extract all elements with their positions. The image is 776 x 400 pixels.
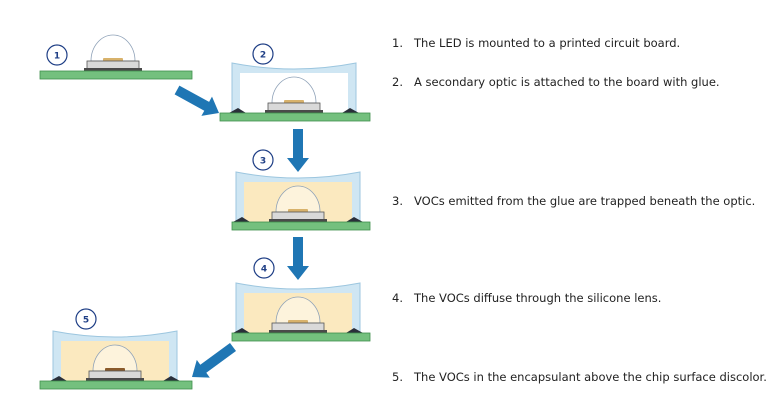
led-package bbox=[267, 102, 321, 112]
step-badge-5 bbox=[75, 308, 97, 330]
stage-4 bbox=[231, 282, 371, 342]
step-5-description: 5. The VOCs in the encapsulant above the … bbox=[392, 370, 767, 384]
step-badge-4 bbox=[253, 257, 275, 279]
led-pads bbox=[84, 68, 142, 71]
stage-1 bbox=[39, 34, 193, 80]
led-lens bbox=[275, 185, 321, 213]
step-5-text: The VOCs in the encapsulant above the ch… bbox=[414, 370, 767, 384]
stage-3 bbox=[231, 171, 371, 231]
flow-arrow-1 bbox=[174, 85, 219, 116]
circuit-board bbox=[231, 332, 371, 342]
step-badge-2 bbox=[252, 43, 274, 65]
step-4-description: 4. The VOCs diffuse through the silicone … bbox=[392, 291, 661, 305]
step-3-number: 3. bbox=[392, 194, 403, 208]
led-lens bbox=[271, 76, 317, 104]
flow-arrow-4 bbox=[192, 343, 236, 378]
led-pads bbox=[269, 219, 327, 222]
step-3-description: 3. VOCs emitted from the glue are trapped… bbox=[392, 194, 755, 208]
step-4-number: 4. bbox=[392, 291, 403, 305]
circuit-board bbox=[39, 70, 193, 80]
step-1-description: 1. The LED is mounted to a printed circui… bbox=[392, 36, 680, 50]
step-2-text: A secondary optic is attached to the boa… bbox=[414, 75, 720, 89]
stage-2 bbox=[219, 62, 371, 122]
led-lens bbox=[90, 34, 136, 62]
step-badge-label-5: 5 bbox=[83, 316, 89, 326]
step-2-number: 2. bbox=[392, 75, 403, 89]
glue-left bbox=[50, 376, 67, 381]
glue-left bbox=[233, 217, 250, 222]
circuit-board bbox=[231, 221, 371, 231]
led-package bbox=[271, 322, 325, 332]
led-package bbox=[88, 370, 142, 380]
step-3-text: VOCs emitted from the glue are trapped b… bbox=[414, 194, 756, 208]
circuit-board bbox=[219, 112, 371, 122]
glue-right bbox=[346, 217, 363, 222]
glue-left bbox=[229, 108, 246, 113]
stage-5 bbox=[39, 330, 193, 390]
led-lens bbox=[92, 344, 138, 372]
step-5-number: 5. bbox=[392, 370, 403, 384]
step-2-description: 2. A secondary optic is attached to the b… bbox=[392, 75, 720, 89]
flow-arrow-2 bbox=[287, 129, 309, 172]
led-lens bbox=[275, 296, 321, 324]
step-4-text: The VOCs diffuse through the silicone le… bbox=[414, 291, 662, 305]
step-1-text: The LED is mounted to a printed circuit … bbox=[414, 36, 681, 50]
step-badge-label-4: 4 bbox=[261, 265, 267, 275]
circuit-board bbox=[39, 380, 193, 390]
step-badge-label-2: 2 bbox=[260, 51, 266, 61]
led-package bbox=[86, 60, 140, 70]
led-package bbox=[271, 211, 325, 221]
step-1-number: 1. bbox=[392, 36, 403, 50]
led-pads bbox=[86, 378, 144, 381]
step-badge-3 bbox=[252, 149, 274, 171]
led-pads bbox=[269, 330, 327, 333]
step-badge-label-3: 3 bbox=[260, 157, 266, 167]
glue-right bbox=[163, 376, 180, 381]
step-badge-1 bbox=[46, 44, 68, 66]
step-badge-label-1: 1 bbox=[54, 52, 60, 62]
flow-arrow-3 bbox=[287, 237, 309, 280]
glue-right bbox=[342, 108, 359, 113]
glue-right bbox=[346, 328, 363, 333]
led-pads bbox=[265, 110, 323, 113]
glue-left bbox=[233, 328, 250, 333]
